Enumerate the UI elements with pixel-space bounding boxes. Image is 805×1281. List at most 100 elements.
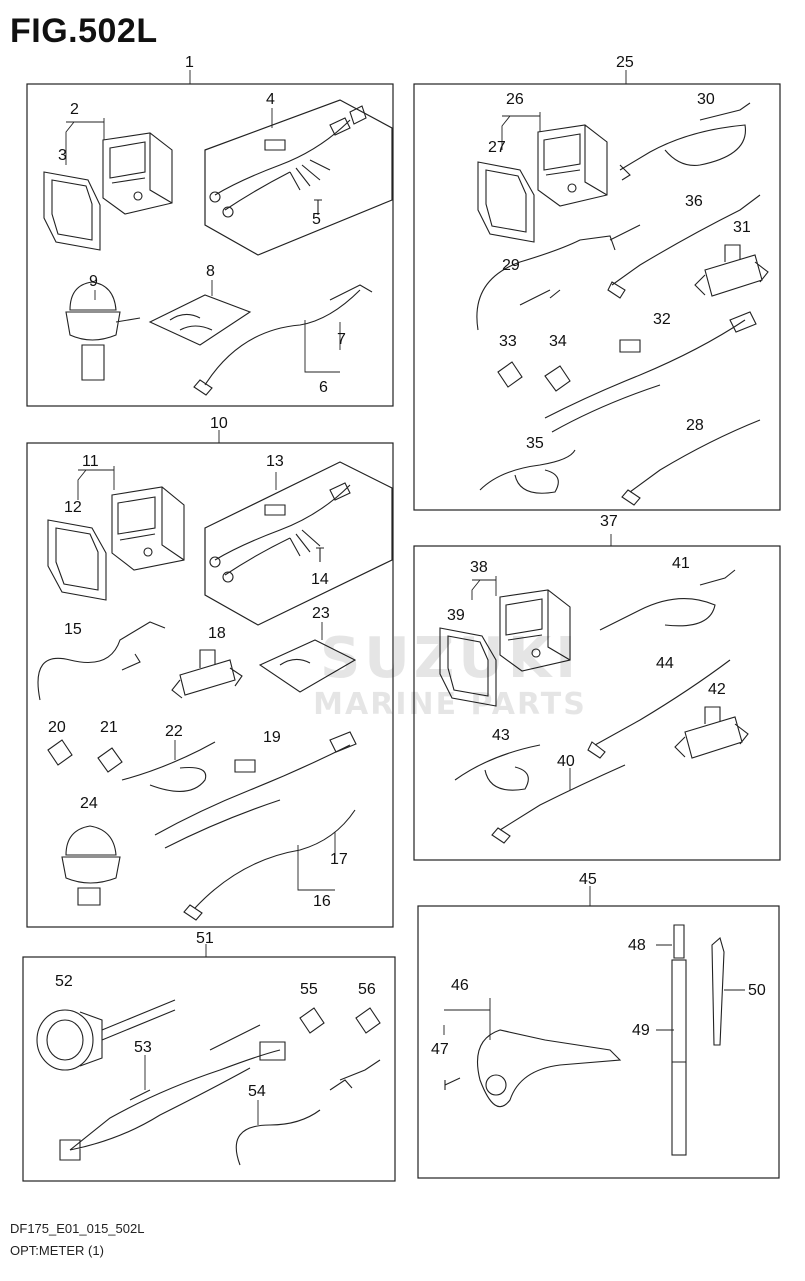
callout-13: 13 [266,453,284,470]
footer: DF175_E01_015_502L OPT:METER (1) [10,1218,144,1262]
cable-icon [619,102,751,181]
harness-icon [59,1024,286,1161]
callout-46: 46 [451,977,469,994]
callout-34: 34 [549,333,567,350]
harness-icon [209,105,367,218]
callout-11: 11 [82,453,99,470]
tie-icon [711,937,725,1046]
callout-51: 51 [196,930,214,947]
callout-43: 43 [492,727,510,744]
gauge-icon [499,589,571,672]
callout-50: 50 [748,982,766,999]
callout-3: 3 [58,147,67,164]
screw-icon [444,1077,461,1090]
seal-pack-icon [148,294,252,346]
callout-37: 37 [600,513,618,530]
callout-10: 10 [210,415,228,432]
cable-icon [599,569,736,631]
callout-9: 9 [89,273,98,290]
bezel-icon [477,161,535,243]
callout-2: 2 [70,101,79,118]
screw-icon [314,199,322,215]
callout-15: 15 [64,621,82,638]
gauge-icon [36,999,176,1071]
callout-1: 1 [185,54,194,71]
gauge-icon [537,124,608,207]
callout-8: 8 [206,263,215,280]
callout-48: 48 [628,937,646,954]
gauge-icon [111,486,185,571]
cable-icon [193,284,373,396]
group-box-1 [26,83,394,407]
callout-16: 16 [313,893,331,910]
sensor-icon [61,825,121,906]
gauge-icon [102,132,173,215]
cable-icon [476,224,641,331]
callout-49: 49 [632,1022,650,1039]
callout-25: 25 [616,54,634,71]
callout-36: 36 [685,193,703,210]
callout-30: 30 [697,91,715,108]
cable-icon [454,744,541,791]
callout-47: 47 [431,1041,449,1058]
callout-24: 24 [80,795,98,812]
callout-45: 45 [579,871,597,888]
cap-icon [544,365,571,392]
callout-53: 53 [134,1039,152,1056]
cap-icon [299,1007,325,1034]
group-box-37 [413,545,781,861]
model-code: DF175_E01_015_502L [10,1221,145,1236]
figure-title: FIG.502L [10,12,158,50]
callout-26: 26 [506,91,524,108]
callout-40: 40 [557,753,575,770]
callout-52: 52 [55,973,73,990]
bezel-icon [439,627,497,707]
callout-6: 6 [319,379,328,396]
cap-icon [97,747,123,773]
callout-22: 22 [165,723,183,740]
screw-icon [316,547,324,562]
cable-icon [479,449,576,494]
callout-32: 32 [653,311,671,328]
group-box-45 [417,905,780,1179]
harness-icon [209,482,351,583]
callout-18: 18 [208,625,226,642]
callout-17: 17 [330,851,348,868]
cable-icon [235,1059,381,1166]
callout-21: 21 [100,719,118,736]
handle-icon [476,1029,622,1108]
callout-55: 55 [300,981,318,998]
watermark-brand: SUZUKI [319,626,581,691]
bezel-icon [43,171,101,251]
watermark-subtitle: MARINE PARTS [313,687,587,722]
cable-icon [37,621,166,701]
pole-icon [671,924,687,1156]
cap-icon [497,361,523,388]
cap-icon [355,1007,381,1034]
harness-icon [544,311,757,433]
callout-4: 4 [266,91,275,108]
bezel-icon [47,519,107,601]
watermark: SUZUKI MARINE PARTS [280,630,620,722]
callout-5: 5 [312,211,321,228]
cable-icon [491,764,626,844]
sensor-icon [65,281,141,381]
seal-pack-icon [258,639,357,693]
cap-icon [47,739,73,766]
cable-icon [607,194,761,299]
tee-connector-icon [674,706,749,759]
callout-44: 44 [656,655,674,672]
callout-28: 28 [686,417,704,434]
callout-27: 27 [488,139,506,156]
cable-icon [621,419,761,506]
callout-31: 31 [733,219,751,236]
cable-icon [121,741,216,792]
callout-56: 56 [358,981,376,998]
callout-19: 19 [263,729,281,746]
callout-23: 23 [312,605,330,622]
callout-38: 38 [470,559,488,576]
callout-20: 20 [48,719,66,736]
cable-icon [183,809,356,921]
callout-12: 12 [64,499,82,516]
